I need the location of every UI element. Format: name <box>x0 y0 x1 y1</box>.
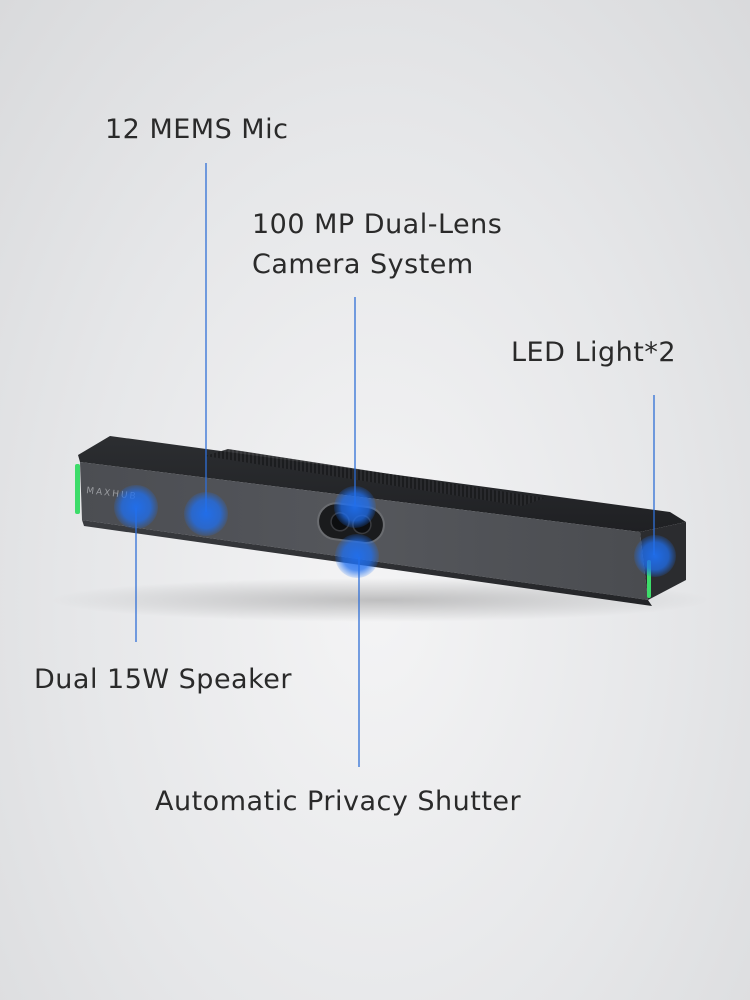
speaker-feature-label: Dual 15W Speaker <box>34 660 292 700</box>
speaker-callout-dot <box>114 485 158 529</box>
callout-dots <box>114 485 676 578</box>
camera-label-line1: 100 MP Dual-Lens <box>252 209 503 240</box>
led-callout-dot <box>634 535 676 577</box>
led-label-text: LED Light*2 <box>511 337 677 368</box>
speaker-label-text: Dual 15W Speaker <box>34 664 292 695</box>
mic-feature-label: 12 MEMS Mic <box>105 110 288 150</box>
device-top-surface <box>78 436 686 532</box>
shutter-callout-dot <box>335 534 379 578</box>
shutter-label-text: Automatic Privacy Shutter <box>155 786 522 817</box>
device-top-vent <box>205 449 545 506</box>
callout-lines <box>135 163 655 767</box>
left-led-strip <box>75 464 80 514</box>
led-feature-label: LED Light*2 <box>511 333 676 373</box>
camera-label-line2: Camera System <box>252 249 474 280</box>
camera-feature-label: 100 MP Dual-Lens Camera System <box>252 205 502 285</box>
camera-callout-dot <box>334 486 376 528</box>
mic-label-text: 12 MEMS Mic <box>105 114 289 145</box>
shutter-feature-label: Automatic Privacy Shutter <box>155 782 521 822</box>
mic-callout-dot <box>184 492 228 536</box>
